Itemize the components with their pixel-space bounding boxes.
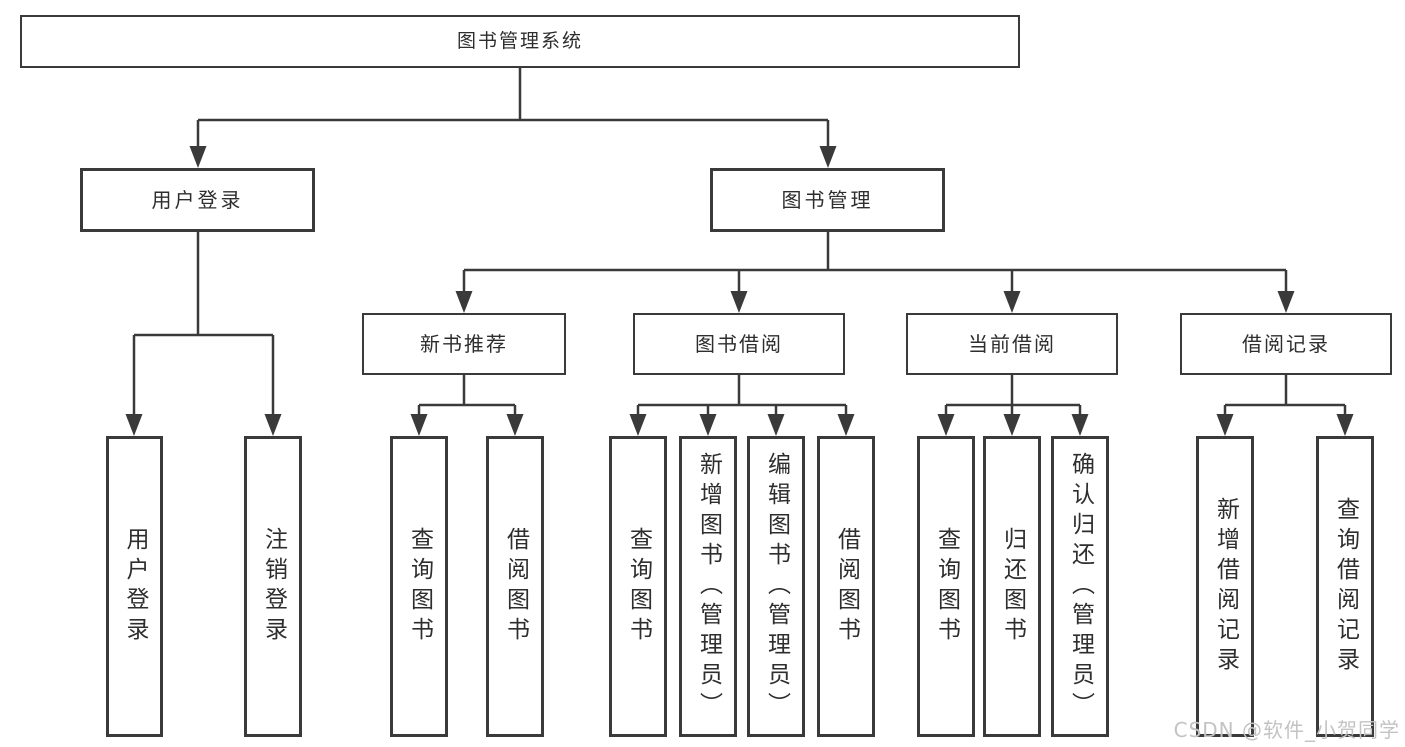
connector-book-borrow [636,375,848,418]
node-borrow-records-label: 借阅记录 [1242,331,1330,356]
connector-borrow-records [1223,375,1347,418]
connector-user-login [132,232,275,418]
node-current-borrow: 当前借阅 [906,313,1118,375]
leaf-query-books-recommend: 查询图书 [390,436,448,737]
csdn-watermark: CSDN @软件_小贺同学 [1173,718,1400,742]
node-user-login: 用户登录 [80,168,315,232]
node-borrow-records: 借阅记录 [1180,313,1392,375]
leaf-edit-books-admin-label: 编辑图书（管理员） [763,451,790,722]
node-book-borrow: 图书借阅 [633,313,845,375]
leaf-borrow-books-label: 借阅图书 [833,526,860,647]
connector-book-management [462,232,1288,294]
connector-new-book-recommend [417,375,517,418]
arrowheads [125,146,1354,436]
leaf-edit-books-admin: 编辑图书（管理员） [747,436,805,737]
node-book-borrow-label: 图书借阅 [695,331,783,356]
node-new-book-recommend-label: 新书推荐 [420,331,508,356]
leaf-user-login: 用户登录 [106,436,163,737]
connector-current-borrow [944,375,1082,418]
node-current-borrow-label: 当前借阅 [968,331,1056,356]
node-root-label: 图书管理系统 [456,29,583,52]
leaf-add-books-admin: 新增图书（管理员） [679,436,737,737]
leaf-query-borrow-record-label: 查询借阅记录 [1332,496,1359,677]
leaf-return-books-label: 归还图书 [999,526,1026,647]
leaf-confirm-return-admin-label: 确认归还（管理员） [1067,451,1094,722]
leaf-query-books-current-label: 查询图书 [933,526,960,647]
node-book-management-label: 图书管理 [781,187,874,212]
leaf-add-books-admin-label: 新增图书（管理员） [695,451,722,722]
leaf-query-borrow-record: 查询借阅记录 [1316,436,1374,737]
leaf-add-borrow-record: 新增借阅记录 [1196,436,1254,737]
leaf-query-books-borrow-label: 查询图书 [625,526,652,647]
leaf-query-books-current: 查询图书 [917,436,975,737]
leaf-borrow-books-recommend: 借阅图书 [486,436,544,737]
leaf-logout-label: 注销登录 [260,526,287,647]
node-book-management: 图书管理 [710,168,945,232]
leaf-borrow-books: 借阅图书 [817,436,875,737]
node-user-login-label: 用户登录 [151,187,244,212]
node-new-book-recommend: 新书推荐 [362,313,566,375]
leaf-borrow-books-recommend-label: 借阅图书 [502,526,529,647]
node-root: 图书管理系统 [20,15,1020,68]
leaf-add-borrow-record-label: 新增借阅记录 [1212,496,1239,677]
leaf-query-books-recommend-label: 查询图书 [406,526,433,647]
connector-root [196,68,830,148]
leaf-logout: 注销登录 [244,436,302,737]
leaf-confirm-return-admin: 确认归还（管理员） [1051,436,1109,737]
leaf-query-books-borrow: 查询图书 [609,436,667,737]
leaf-user-login-label: 用户登录 [122,526,148,647]
leaf-return-books: 归还图书 [983,436,1041,737]
